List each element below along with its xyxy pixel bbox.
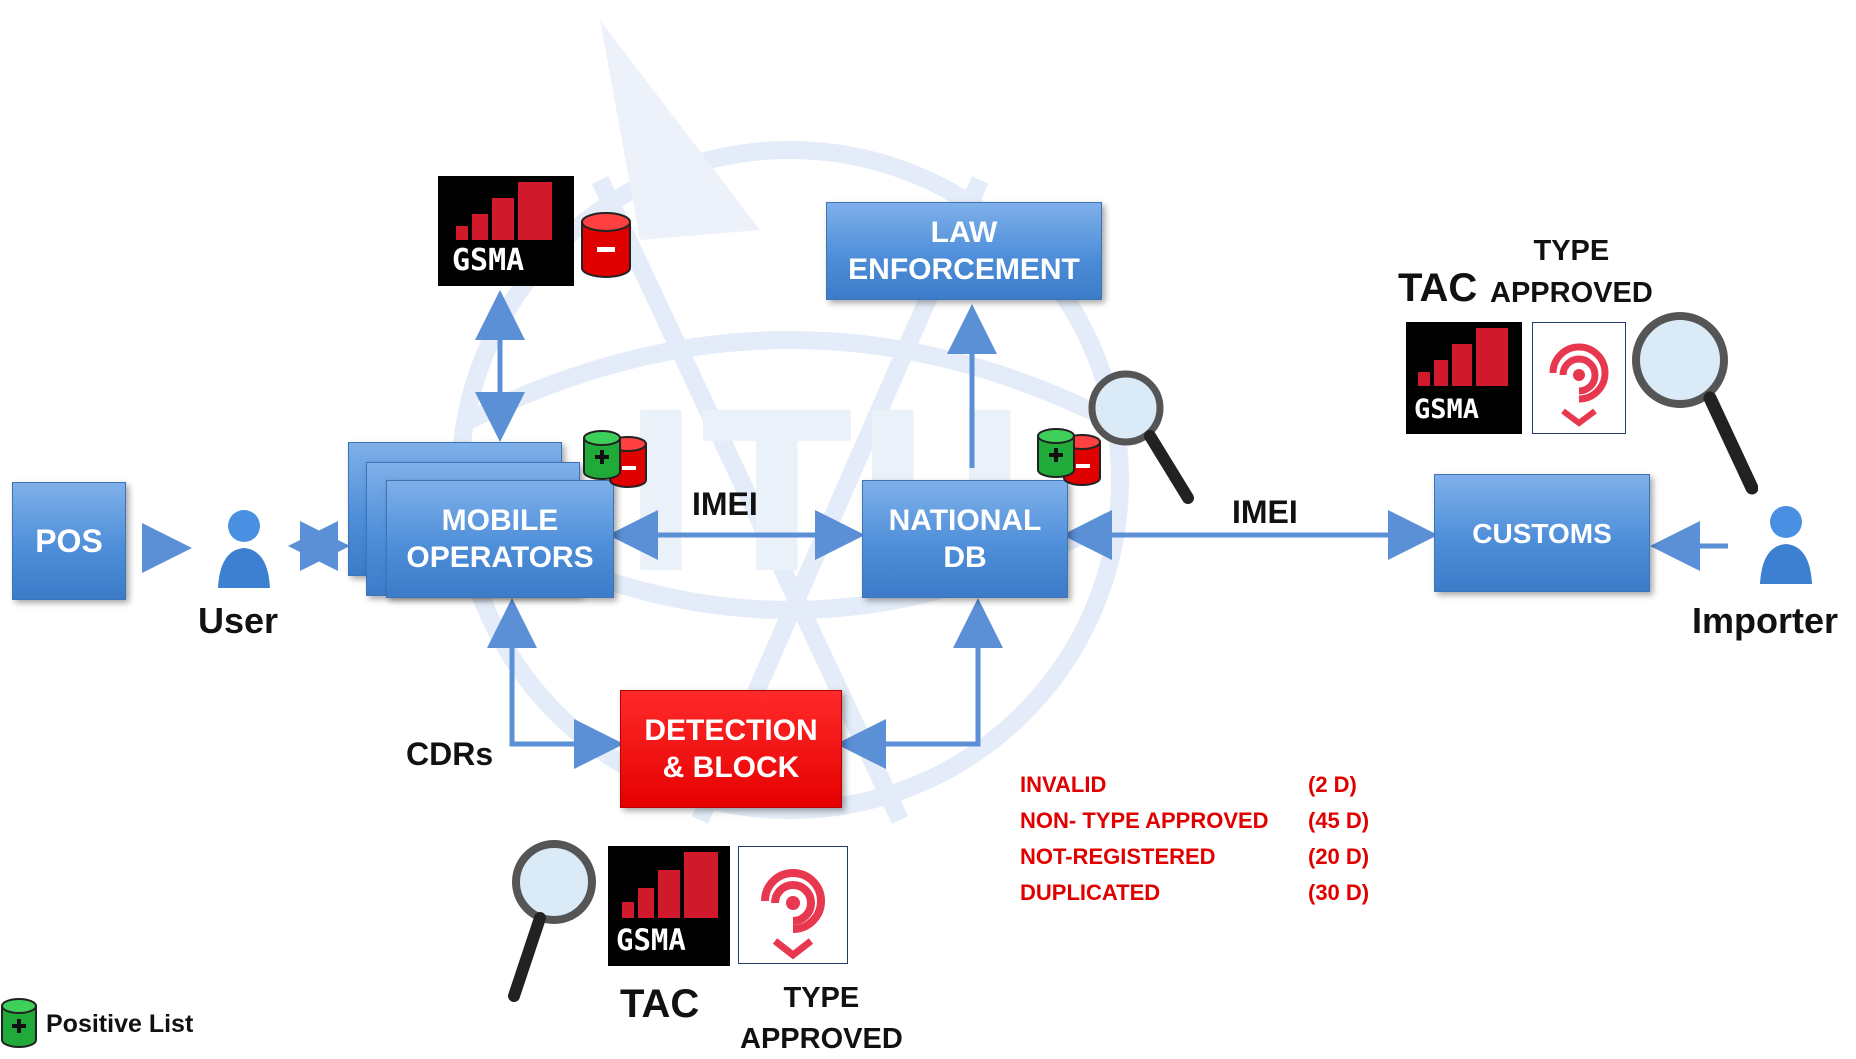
user-icon xyxy=(218,510,270,588)
detection-line2: & BLOCK xyxy=(662,751,800,784)
importer-label: Importer xyxy=(1692,600,1839,641)
legend: Positive List xyxy=(0,998,193,1050)
national-db-box: NATIONAL DB xyxy=(862,480,1068,598)
type-bottom-line2: APPROVED xyxy=(740,1022,903,1055)
arrow-db-detection xyxy=(836,598,1003,769)
positive-list-label: Positive List xyxy=(46,1009,194,1038)
imei-label-left: IMEI xyxy=(692,486,758,522)
reason-days: (30 D) xyxy=(1308,880,1370,905)
pos-box: POS xyxy=(12,482,126,600)
customs-box: CUSTOMS xyxy=(1434,474,1650,592)
magnifier-right-icon xyxy=(1632,312,1758,495)
user-label: User xyxy=(198,600,279,641)
gsma-logo-top: GSMA xyxy=(438,176,574,286)
law-enforcement-box: LAW ENFORCEMENT xyxy=(826,202,1102,300)
national-db-lists-icon xyxy=(1037,428,1101,486)
customs-label: CUSTOMS xyxy=(1472,517,1612,549)
importer-icon xyxy=(1760,506,1812,584)
type-approved-logo-right xyxy=(1532,322,1626,434)
reason-name: INVALID xyxy=(1020,772,1107,797)
svg-text:GSMA: GSMA xyxy=(616,923,686,957)
tac-label-top: TAC xyxy=(1398,266,1478,310)
type-approved-label-bottom: TYPE APPROVED xyxy=(740,978,903,1059)
national-db-line2: DB xyxy=(943,541,987,574)
mobile-operators-box: MOBILE OPERATORS xyxy=(386,480,614,598)
reason-name: NON- TYPE APPROVED xyxy=(1020,808,1269,833)
operators-line2: OPERATORS xyxy=(406,541,594,574)
type-bottom-line1: TYPE xyxy=(783,982,860,1014)
type-approved-logo-bottom xyxy=(738,846,848,964)
arrow-operators-detection xyxy=(487,598,624,769)
gsma-logo-right: GSMA xyxy=(1406,322,1522,434)
pos-label: POS xyxy=(35,523,103,559)
type-approved-label-top: TYPE APPROVED xyxy=(1490,230,1653,314)
reason-days: (45 D) xyxy=(1308,808,1370,833)
tac-label-bottom: TAC xyxy=(620,982,700,1026)
law-line2: ENFORCEMENT xyxy=(848,253,1080,286)
detection-line1: DETECTION xyxy=(644,713,818,747)
type-top-line1: TYPE xyxy=(1533,235,1610,267)
operators-line1: MOBILE xyxy=(441,503,559,537)
type-top-line2: APPROVED xyxy=(1490,277,1653,310)
reason-name: NOT-REGISTERED xyxy=(1020,844,1216,869)
magnifier-bottom-icon xyxy=(508,840,596,1002)
reason-days: (2 D) xyxy=(1308,772,1357,797)
detection-block-box: DETECTION & BLOCK xyxy=(620,690,842,808)
svg-text:GSMA: GSMA xyxy=(452,243,524,278)
national-db-line1: NATIONAL xyxy=(888,503,1042,537)
reason-days: (20 D) xyxy=(1308,844,1370,869)
operators-lists-db-icon xyxy=(583,430,647,488)
imei-label-right: IMEI xyxy=(1232,494,1298,530)
gsma-logo-bottom: GSMA xyxy=(608,846,730,966)
reason-name: DUPLICATED xyxy=(1020,880,1161,905)
law-line1: LAW xyxy=(930,215,998,249)
positive-list-db-icon xyxy=(0,998,37,1048)
svg-text:GSMA: GSMA xyxy=(1414,394,1479,425)
magnifier-db-icon xyxy=(1088,370,1194,504)
cdrs-label: CDRs xyxy=(406,736,494,772)
negative-list-db-icon xyxy=(581,212,631,278)
